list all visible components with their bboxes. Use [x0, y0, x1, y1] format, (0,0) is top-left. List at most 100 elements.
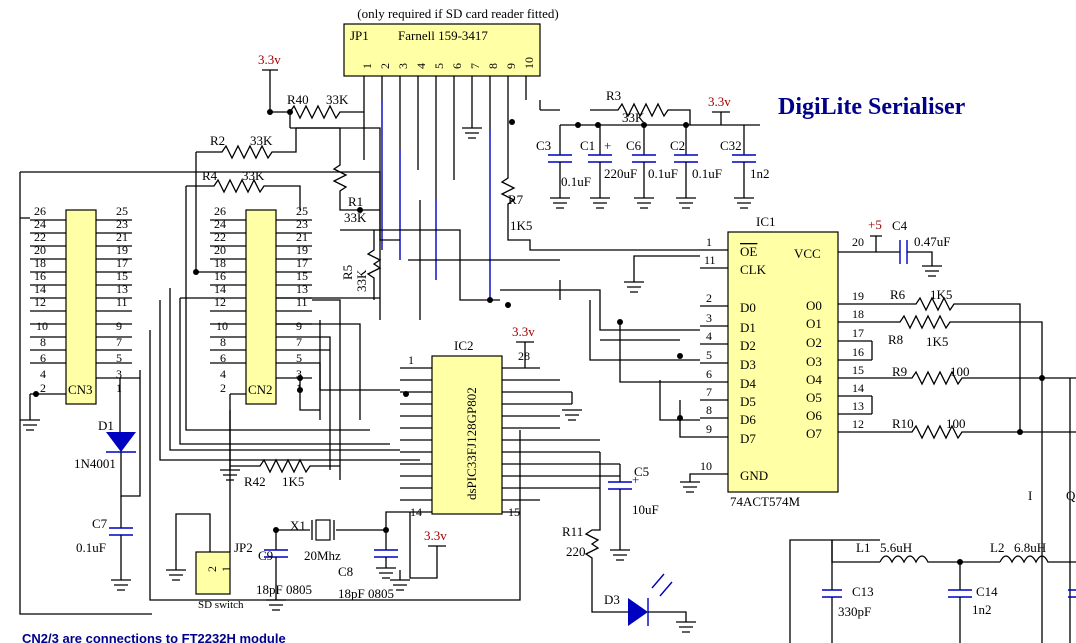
- svg-text:11: 11: [116, 295, 128, 309]
- c8-ref: C8: [338, 564, 353, 579]
- junction-dot: [33, 391, 39, 397]
- svg-text:D0: D0: [740, 300, 756, 315]
- c5-ref: C5: [634, 464, 649, 479]
- svg-text:14: 14: [214, 282, 226, 296]
- svg-text:13: 13: [852, 399, 864, 413]
- svg-text:10: 10: [700, 459, 712, 473]
- c3-ref: C3: [536, 138, 551, 153]
- r10-ref: R10: [892, 416, 914, 431]
- svg-text:24: 24: [34, 217, 46, 231]
- c3-value: 0.1uF: [561, 174, 591, 189]
- junction-dot: [677, 353, 683, 359]
- svg-text:17: 17: [852, 326, 864, 340]
- supply-5v-label: +5: [868, 217, 882, 232]
- c9-ref: C9: [258, 548, 273, 563]
- diode-d1: [106, 432, 136, 452]
- svg-text:19: 19: [852, 289, 864, 303]
- svg-text:O2: O2: [806, 335, 822, 350]
- svg-text:GND: GND: [740, 468, 768, 483]
- resistor-r5: [366, 230, 382, 300]
- resistor-r42: [230, 458, 340, 474]
- ground-symbol: [266, 557, 286, 611]
- r6-ref: R6: [890, 287, 906, 302]
- inductor-l2: [999, 555, 1076, 564]
- resistor-r2: [196, 128, 297, 160]
- cn3-body: [65, 209, 97, 405]
- junction-dot: [297, 387, 303, 393]
- svg-text:24: 24: [214, 217, 226, 231]
- ic1-part: 74ACT574M: [730, 494, 801, 509]
- svg-text:18: 18: [852, 307, 864, 321]
- r8-ref: R8: [888, 332, 903, 347]
- jp2-pin: 1: [219, 566, 233, 572]
- svg-text:D3: D3: [740, 357, 756, 372]
- supply-3v3-label: 3.3v: [424, 528, 447, 543]
- c2-value: 0.1uF: [692, 166, 722, 181]
- jp2-traces: [166, 410, 231, 581]
- schematic-title: DigiLite Serialiser: [778, 94, 966, 120]
- c13-ref: C13: [852, 584, 874, 599]
- svg-text:7: 7: [296, 335, 302, 349]
- svg-text:7: 7: [706, 385, 712, 399]
- svg-text:25: 25: [296, 204, 308, 218]
- svg-text:11: 11: [704, 253, 716, 267]
- c32-ref: C32: [720, 138, 742, 153]
- svg-text:18: 18: [214, 256, 226, 270]
- capacitor-c4: [899, 240, 908, 264]
- svg-text:19: 19: [296, 243, 308, 257]
- supply-3v3-label: 3.3v: [708, 94, 731, 109]
- r3-value: 33K: [622, 110, 645, 125]
- svg-text:10: 10: [36, 319, 48, 333]
- svg-text:6: 6: [706, 367, 712, 381]
- junction-dot: [267, 109, 273, 115]
- supply-3v3-label: 3.3v: [512, 324, 535, 339]
- c14-ref: C14: [976, 584, 998, 599]
- junction-dot: [357, 207, 363, 213]
- svg-text:O3: O3: [806, 354, 822, 369]
- ground-symbol: [907, 251, 942, 277]
- jp2-body: [195, 551, 231, 595]
- jp2-label: SD switch: [198, 599, 244, 611]
- signal-traces: [276, 127, 700, 438]
- jp1-pin: 6: [450, 63, 464, 69]
- junction-dot: [287, 109, 293, 115]
- ic2-part: dsPIC33FJ128GP802: [464, 387, 479, 500]
- r2-value: 33K: [250, 133, 273, 148]
- r1-ref: R1: [348, 194, 363, 209]
- c13-value: 330pF: [838, 604, 871, 619]
- capacitor-c1: +: [588, 125, 612, 209]
- jp2-pin: 2: [205, 566, 219, 572]
- capacitor-c5: [608, 481, 632, 490]
- svg-text:2: 2: [220, 381, 226, 395]
- junction-dot: [957, 559, 963, 565]
- supply-3v3-label: 3.3v: [258, 52, 281, 67]
- decoupling-rail: [539, 100, 760, 126]
- svg-text:4: 4: [706, 329, 712, 343]
- svg-text:21: 21: [116, 230, 128, 244]
- svg-text:O0: O0: [806, 298, 822, 313]
- svg-text:17: 17: [296, 256, 308, 270]
- ic2-left-pins: [400, 367, 432, 513]
- pullup-trace: [289, 112, 341, 150]
- svg-text:5: 5: [116, 351, 122, 365]
- svg-text:18: 18: [34, 256, 46, 270]
- svg-text:14: 14: [852, 381, 864, 395]
- svg-text:16: 16: [852, 345, 864, 359]
- x1-value: 20Mhz: [304, 548, 341, 563]
- svg-text:13: 13: [116, 282, 128, 296]
- ic2-ref: IC2: [454, 338, 474, 353]
- capacitor-c32: [732, 125, 756, 209]
- svg-text:OE: OE: [740, 244, 757, 259]
- svg-text:5: 5: [296, 351, 302, 365]
- svg-text:13: 13: [296, 282, 308, 296]
- d1-ref: D1: [98, 418, 114, 433]
- junction-dot: [595, 122, 601, 128]
- ic1-ref: IC1: [756, 214, 776, 229]
- svg-text:O4: O4: [806, 372, 822, 387]
- svg-text:D6: D6: [740, 412, 756, 427]
- ic2-pin: 1: [408, 353, 414, 367]
